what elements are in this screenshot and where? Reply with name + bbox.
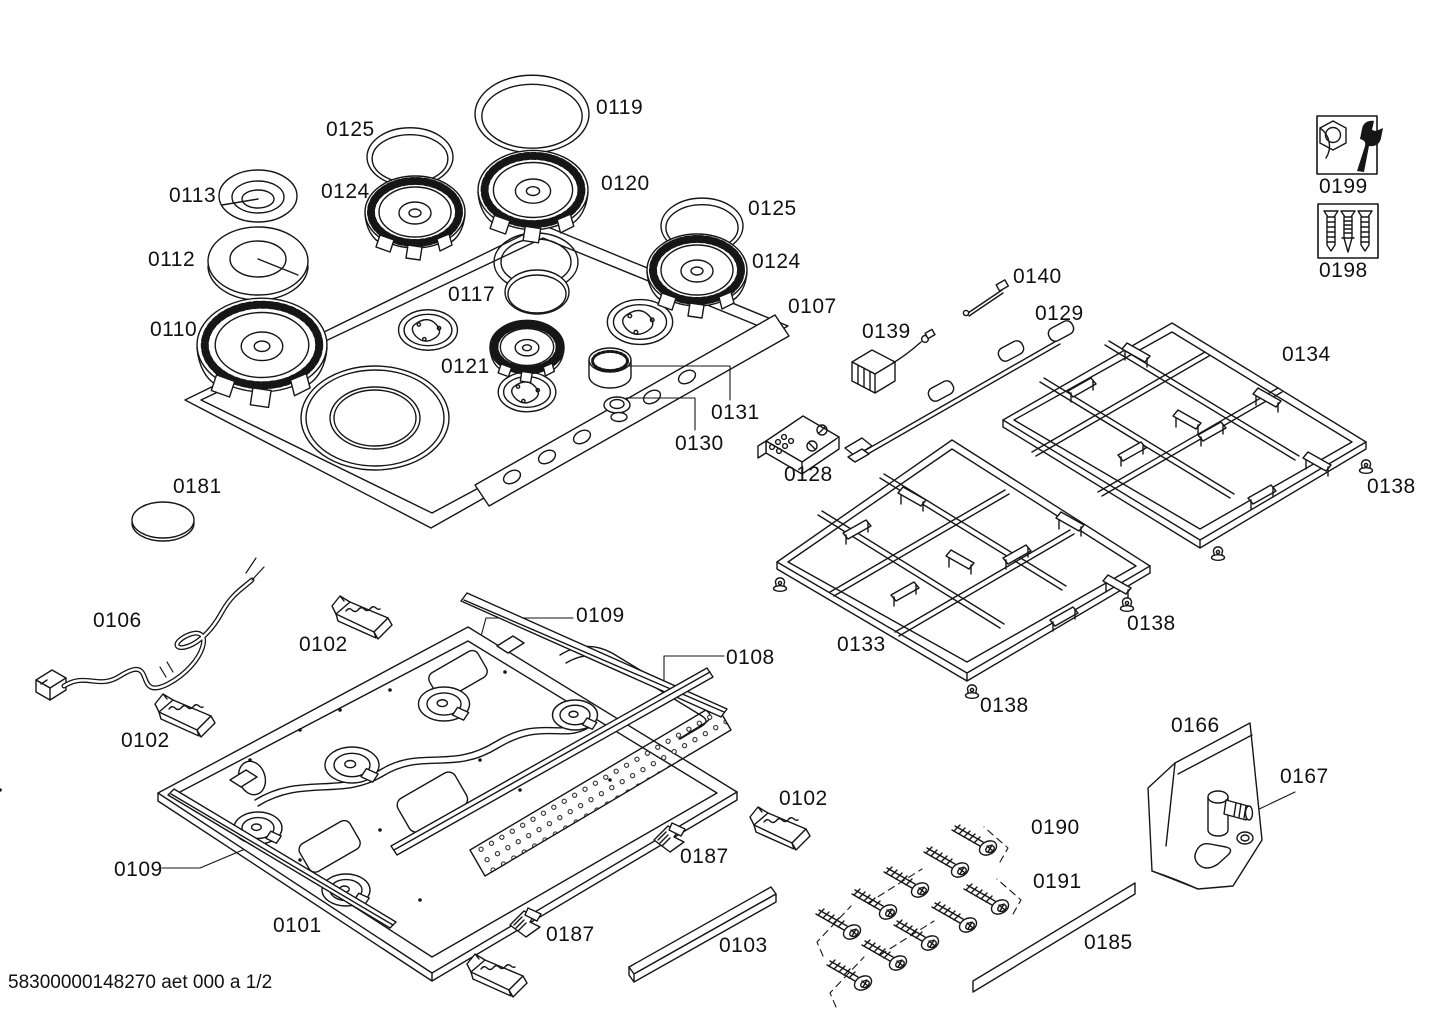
- part-label-0199: 0199: [1319, 175, 1368, 198]
- part-label-0133: 0133: [837, 633, 886, 656]
- seal-strip-0185: [973, 883, 1135, 992]
- foot-0138b: [1119, 597, 1135, 612]
- rail-0109-left: [168, 789, 396, 928]
- part-label-0139: 0139: [862, 320, 911, 343]
- ignition-box-0139: [852, 329, 935, 393]
- pan-support-0134: [1003, 323, 1366, 548]
- part-label-0166: 0166: [1171, 714, 1220, 737]
- elbow-fitting-0167: [1208, 791, 1253, 836]
- screw-group-marks: [817, 827, 1021, 1007]
- wok-ring: [301, 366, 449, 470]
- wire-harness-0129: [845, 318, 1077, 462]
- part-label-0181: 0181: [173, 475, 222, 498]
- part-label-0128: 0128: [784, 463, 833, 486]
- ring-0113: [219, 170, 297, 222]
- part-label-0102-2: 0102: [121, 729, 170, 752]
- drawing-number: 58300000148270 aet 000 a 1/2: [8, 972, 273, 993]
- clamp-piece: [1195, 844, 1231, 868]
- part-label-0134: 0134: [1282, 343, 1331, 366]
- part-label-0131: 0131: [711, 401, 760, 424]
- lower-tray-0101: [0, 627, 737, 981]
- part-label-0106: 0106: [93, 609, 142, 632]
- part-label-0190: 0190: [1031, 816, 1080, 839]
- foot-0138d: [1358, 459, 1374, 474]
- foot-0138e: [1210, 546, 1226, 561]
- part-label-0191: 0191: [1033, 870, 1082, 893]
- part-label-0140: 0140: [1013, 265, 1062, 288]
- part-label-0113: 0113: [169, 184, 217, 207]
- part-label-0112: 0112: [148, 248, 196, 271]
- power-cord-0106: [36, 558, 264, 700]
- part-label-0108: 0108: [726, 646, 775, 669]
- leader-lines: [162, 366, 1295, 868]
- part-label-0107: 0107: [788, 295, 837, 318]
- foot-0138: [772, 577, 788, 592]
- pan-support-0133: [777, 440, 1150, 681]
- part-label-0109: 0109: [576, 604, 625, 627]
- part-label-0129: 0129: [1035, 302, 1084, 325]
- part-label-0102-3: 0102: [779, 787, 828, 810]
- part-label-0138-3: 0138: [980, 694, 1029, 717]
- part-label-0119: 0119: [596, 96, 644, 119]
- part-label-0130: 0130: [675, 432, 724, 455]
- cooktop-panel: [185, 225, 789, 528]
- part-label-0110: 0110: [150, 318, 198, 341]
- part-label-0198: 0198: [1319, 259, 1368, 282]
- part-label-0109-2: 0109: [114, 858, 163, 881]
- burner-body-0124: [365, 176, 465, 260]
- part-label-0117: 0117: [448, 283, 496, 306]
- ring-0112: [208, 227, 308, 300]
- part-label-0187-2: 0187: [546, 923, 595, 946]
- part-label-0102: 0102: [299, 633, 348, 656]
- rail-0108: [391, 668, 713, 855]
- part-label-0103: 0103: [719, 934, 768, 957]
- disc-0181: [132, 502, 194, 541]
- knob-0131: [589, 348, 631, 388]
- service-icon-0199: [1317, 116, 1383, 174]
- screws-icon-0198: [1318, 204, 1378, 258]
- part-label-0138: 0138: [1367, 475, 1416, 498]
- nut: [1237, 832, 1253, 844]
- part-label-0167: 0167: [1280, 765, 1329, 788]
- knob-base-0130: [604, 397, 630, 422]
- seal-0117: [505, 270, 569, 314]
- part-label-0124-2: 0124: [752, 250, 801, 273]
- part-label-0138-2: 0138: [1127, 612, 1176, 635]
- part-label-0185: 0185: [1084, 931, 1133, 954]
- part-label-0187: 0187: [680, 845, 729, 868]
- part-label-0125-2: 0125: [748, 197, 797, 220]
- part-label-0120: 0120: [601, 172, 650, 195]
- part-label-0125: 0125: [326, 118, 375, 141]
- part-label-0124: 0124: [321, 180, 370, 203]
- burner-cap-0119: [474, 74, 590, 154]
- accessory-bag-0166: [1148, 723, 1262, 889]
- part-label-0121: 0121: [441, 355, 490, 378]
- control-strip: [475, 315, 789, 506]
- spark-electrode-0140: [963, 280, 1008, 316]
- clip-0102-right: [749, 806, 811, 851]
- foot-0138c: [964, 684, 980, 699]
- clip-0102-bottom: [466, 953, 528, 998]
- trim-bar-0103: [629, 887, 776, 982]
- burner-body-0120: [478, 150, 588, 242]
- control-module-0128: [758, 416, 839, 474]
- part-label-0101: 0101: [273, 914, 322, 937]
